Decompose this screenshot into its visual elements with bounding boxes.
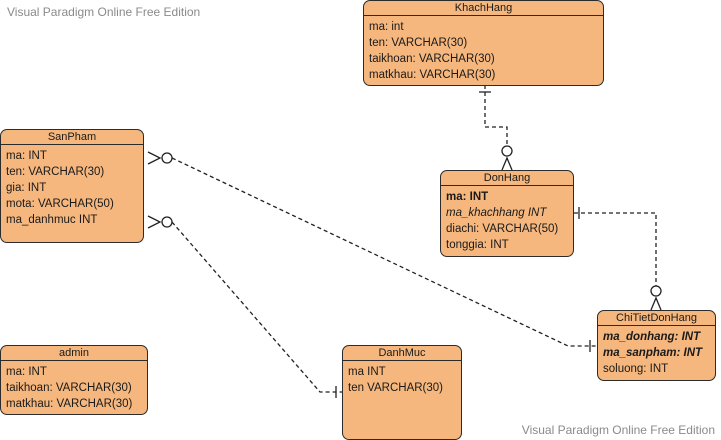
primary-key-attribute: ma: INT	[446, 191, 489, 203]
attribute: ma: INT	[6, 150, 47, 162]
entity-title: KhachHang	[364, 1, 603, 16]
entity-title: DanhMuc	[343, 346, 461, 361]
entity-title: ChiTietDonHang	[598, 311, 715, 326]
attribute: matkhau: VARCHAR(30)	[6, 398, 133, 410]
entity-admin[interactable]: admin ma: INT taikhoan: VARCHAR(30) matk…	[0, 345, 148, 415]
entity-title: SanPham	[1, 130, 143, 145]
entity-khachhang[interactable]: KhachHang ma: int ten: VARCHAR(30) taikh…	[363, 0, 604, 86]
zero-marker-icon	[161, 152, 173, 164]
entity-title: DonHang	[441, 171, 573, 186]
attribute: mota: VARCHAR(50)	[6, 198, 114, 210]
watermark-top: Visual Paradigm Online Free Edition	[7, 5, 201, 19]
attribute: ma: INT	[6, 366, 47, 378]
zero-marker-icon	[650, 285, 662, 297]
primary-foreign-key-attribute: ma_donhang: INT	[603, 331, 701, 343]
entity-chitietdonhang[interactable]: ChiTietDonHang ma_donhang: INT ma_sanpha…	[597, 310, 716, 381]
attribute: diachi: VARCHAR(50)	[446, 223, 559, 235]
attribute: taikhoan: VARCHAR(30)	[369, 53, 495, 65]
attribute: ten: VARCHAR(30)	[6, 166, 105, 178]
primary-foreign-key-attribute: ma_sanpham: INT	[603, 347, 703, 359]
attribute: ma_danhmuc INT	[6, 214, 98, 226]
attribute: soluong: INT	[603, 363, 669, 375]
entity-danhmuc[interactable]: DanhMuc ma INT ten VARCHAR(30)	[342, 345, 462, 440]
attribute: ma INT	[348, 366, 386, 378]
zero-marker-icon	[161, 216, 173, 228]
entity-donhang[interactable]: DonHang ma: INT ma_khachhang INT diachi:…	[440, 170, 574, 257]
link-sanpham-chitietdonhang[interactable]	[171, 157, 596, 347]
attribute: gia: INT	[6, 182, 47, 194]
attribute: ten VARCHAR(30)	[348, 382, 444, 394]
many-marker-icon	[650, 296, 662, 311]
link-khachhang-donhang[interactable]	[484, 85, 508, 146]
link-donhang-chitietdonhang[interactable]	[574, 212, 657, 286]
attribute: ma: int	[369, 21, 404, 33]
foreign-key-attribute: ma_khachhang INT	[446, 207, 547, 219]
entity-title: admin	[1, 346, 147, 361]
many-marker-icon	[147, 215, 162, 229]
entity-sanpham[interactable]: SanPham ma: INT ten: VARCHAR(30) gia: IN…	[0, 129, 144, 243]
watermark-bottom: Visual Paradigm Online Free Edition	[521, 423, 715, 437]
many-marker-icon	[501, 156, 513, 171]
attribute: tonggia: INT	[446, 239, 509, 251]
attribute: matkhau: VARCHAR(30)	[369, 69, 496, 81]
attribute: ten: VARCHAR(30)	[369, 37, 468, 49]
many-marker-icon	[147, 151, 162, 165]
zero-marker-icon	[501, 145, 513, 157]
attribute: taikhoan: VARCHAR(30)	[6, 382, 132, 394]
link-sanpham-danhmuc[interactable]	[171, 221, 342, 393]
